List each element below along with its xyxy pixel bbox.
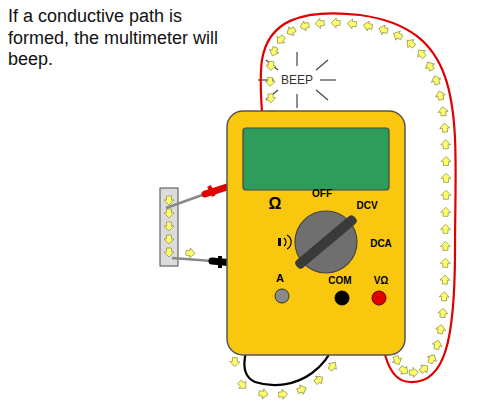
com-jack-label: COM <box>328 275 351 286</box>
current-arrows <box>164 18 451 400</box>
dca-label: DCA <box>370 238 392 249</box>
component <box>160 188 178 266</box>
off-label: OFF <box>312 188 332 199</box>
amp-jack-label: A <box>276 272 284 284</box>
volt-ohm-jack-label: VΩ <box>374 275 389 286</box>
note-text: If a conductive path is formed, the mult… <box>8 6 244 71</box>
ohm-label: Ω <box>269 195 282 213</box>
multimeter-body: Ω OFF DCV DCA A COM VΩ <box>226 110 406 356</box>
multimeter-drawing <box>226 110 406 356</box>
dcv-label: DCV <box>356 200 377 211</box>
beep-text: BEEP <box>281 73 313 87</box>
beep-rays <box>258 52 336 108</box>
